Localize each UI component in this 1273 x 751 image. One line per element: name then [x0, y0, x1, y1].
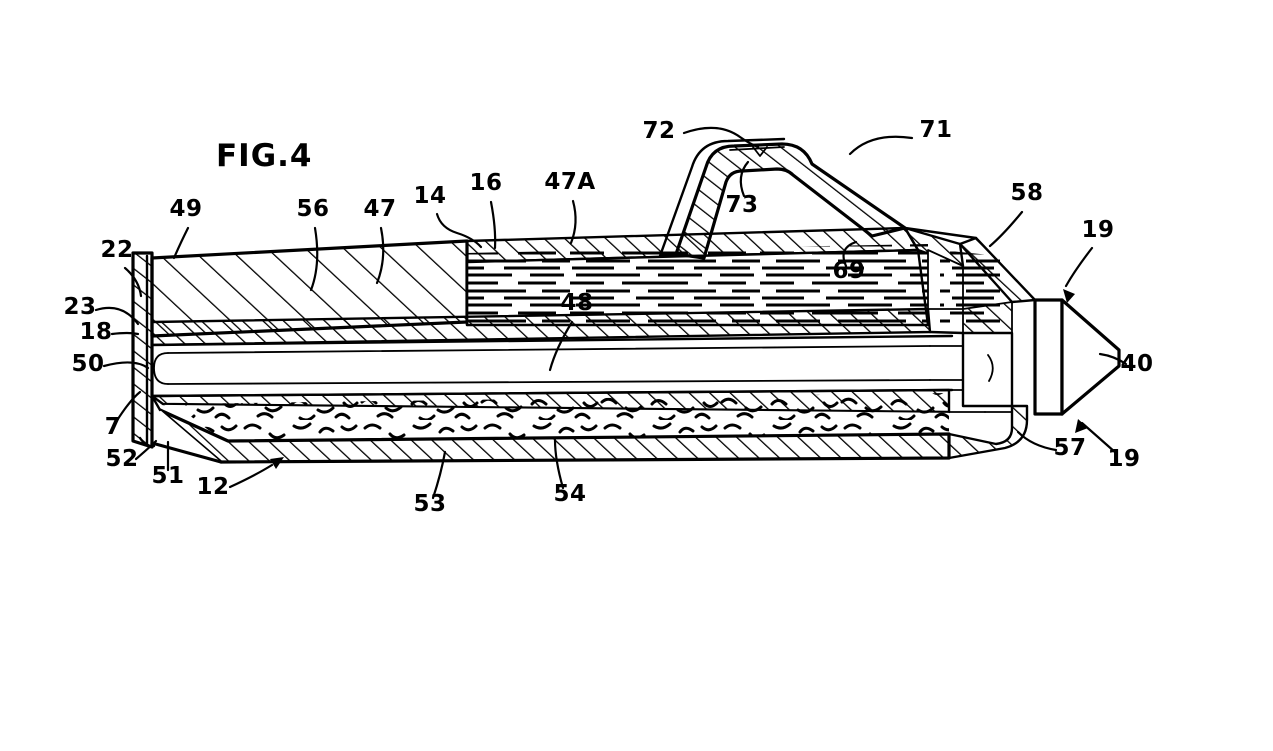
reference-numeral-18: 18: [79, 319, 112, 345]
reference-numeral-40: 40: [1120, 351, 1153, 377]
reference-numeral-47: 47: [363, 196, 396, 222]
arrowhead-12: [270, 457, 284, 469]
reference-numeral-14: 14: [413, 183, 446, 209]
reference-numeral-58: 58: [1010, 180, 1043, 206]
handle-apex-detail-73: [729, 146, 785, 157]
reference-numeral-50: 50: [71, 351, 104, 377]
left-end-cap-22: [131, 251, 156, 449]
leader-lines: [94, 126, 1128, 500]
figure-title: FIG.4: [216, 138, 313, 174]
reference-numeral-48: 48: [560, 290, 593, 316]
reference-numeral-47A: 47A: [544, 169, 595, 195]
reference-numeral-52: 52: [105, 446, 138, 472]
nozzle-assembly-19: [903, 226, 1121, 460]
end-cap-lip-52: [138, 436, 156, 448]
reference-numeral-16: 16: [469, 170, 502, 196]
reference-numeral-12: 12: [196, 474, 229, 500]
arrowhead-19-top: [1063, 289, 1075, 303]
reference-numeral-49: 49: [169, 196, 202, 222]
reference-numeral-72: 72: [642, 118, 675, 144]
reference-numeral-22: 22: [100, 237, 133, 263]
reference-numeral-56: 56: [296, 196, 329, 222]
reference-numeral-23: 23: [63, 294, 96, 320]
conical-nozzle-point-40: [1060, 298, 1121, 416]
handle-inner-arch-72: [658, 137, 786, 258]
reference-numeral-73: 73: [725, 192, 758, 218]
reference-numeral-53: 53: [413, 491, 446, 517]
nozzle-lower-shoulder-57: [949, 406, 1027, 458]
reference-numeral-54: 54: [553, 481, 586, 507]
reference-numeral-19t: 19: [1081, 217, 1114, 243]
arrowhead-19-bottom: [1075, 419, 1088, 433]
handle-assembly: [658, 137, 907, 260]
reference-numeral-71: 71: [919, 117, 952, 143]
reference-numeral-69: 69: [832, 258, 865, 284]
reference-numeral-51: 51: [151, 463, 184, 489]
reference-numeral-7: 7: [105, 414, 122, 440]
device-body-group: [150, 226, 965, 464]
reference-numeral-19b: 19: [1107, 446, 1140, 472]
reference-numeral-57: 57: [1053, 435, 1086, 461]
